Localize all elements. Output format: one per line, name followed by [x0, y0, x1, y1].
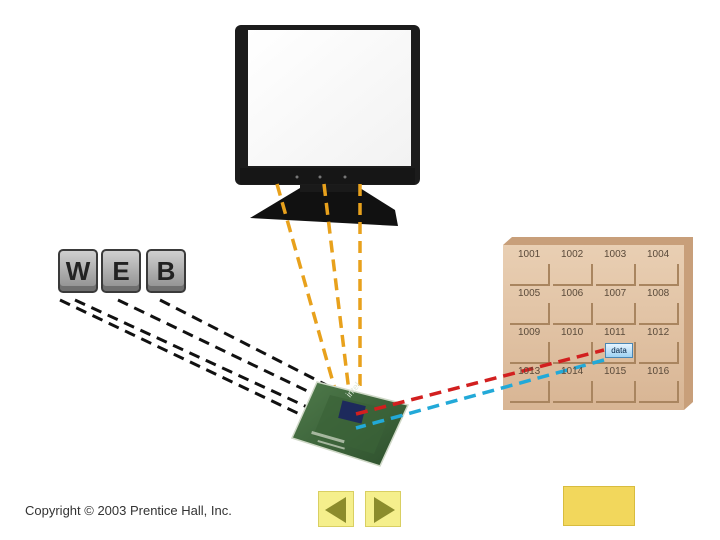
memory-cell	[553, 381, 593, 403]
memory-cell	[596, 303, 636, 325]
monitor	[235, 25, 420, 226]
memory-cell	[596, 264, 636, 286]
monitor-line-middle	[322, 183, 352, 401]
data-item: data	[605, 343, 633, 358]
key-b: B	[146, 249, 186, 293]
memory-cells	[510, 264, 679, 403]
next-slide-button[interactable]	[365, 491, 401, 527]
memory-address-label: 1001	[518, 249, 541, 260]
memory-cell	[639, 381, 679, 403]
memory-address-label: 1002	[561, 249, 584, 260]
memory-address-label: 1009	[518, 327, 541, 338]
keyboard-line-e	[117, 298, 327, 402]
left-triangle-icon	[325, 497, 346, 523]
monitor-to-cpu-lines	[275, 183, 362, 401]
copyright-notice: Copyright © 2003 Prentice Hall, Inc.	[25, 503, 232, 518]
memory-cell	[510, 303, 550, 325]
memory-cell	[510, 381, 550, 403]
key-e: E	[101, 249, 141, 293]
memory-address-label: 1015	[604, 366, 627, 377]
memory-address-label: 1013	[518, 366, 541, 377]
memory-cell	[639, 303, 679, 325]
memory-address-label: 1007	[604, 288, 627, 299]
memory-cell	[553, 264, 593, 286]
memory-address-label: 1010	[561, 327, 584, 338]
memory-address-label: 1008	[647, 288, 670, 299]
memory-address-label: 1012	[647, 327, 670, 338]
keyboard-line-w	[74, 298, 319, 414]
right-triangle-icon	[374, 497, 395, 523]
memory-cell	[639, 264, 679, 286]
previous-slide-button[interactable]	[318, 491, 354, 527]
memory-cell	[553, 342, 593, 364]
memory-address-label: 1014	[561, 366, 584, 377]
memory-cell	[596, 381, 636, 403]
memory-address-label: 1003	[604, 249, 627, 260]
memory-cell	[553, 303, 593, 325]
memory-cell	[596, 342, 636, 364]
memory-address-label: 1005	[518, 288, 541, 299]
cpu-to-memory-line	[355, 348, 605, 416]
memory-cabinet	[503, 237, 693, 410]
keyboard-line-b	[159, 298, 337, 392]
memory-to-cpu-line	[355, 358, 605, 430]
memory-address-label: 1011	[604, 327, 626, 338]
key-w: W	[58, 249, 98, 293]
keyboard-line-extra	[59, 298, 313, 422]
cpu-die	[338, 400, 366, 424]
memory-cell	[510, 264, 550, 286]
memory-cell	[639, 342, 679, 364]
blank-action-button[interactable]	[563, 486, 635, 526]
keyboard-to-cpu-lines	[59, 298, 337, 422]
cpu-chip: intel	[290, 380, 410, 467]
memory-address-label: 1004	[647, 249, 670, 260]
memory-address-label: 1016	[647, 366, 670, 377]
monitor-screen	[248, 30, 411, 166]
memory-address-label: 1006	[561, 288, 584, 299]
